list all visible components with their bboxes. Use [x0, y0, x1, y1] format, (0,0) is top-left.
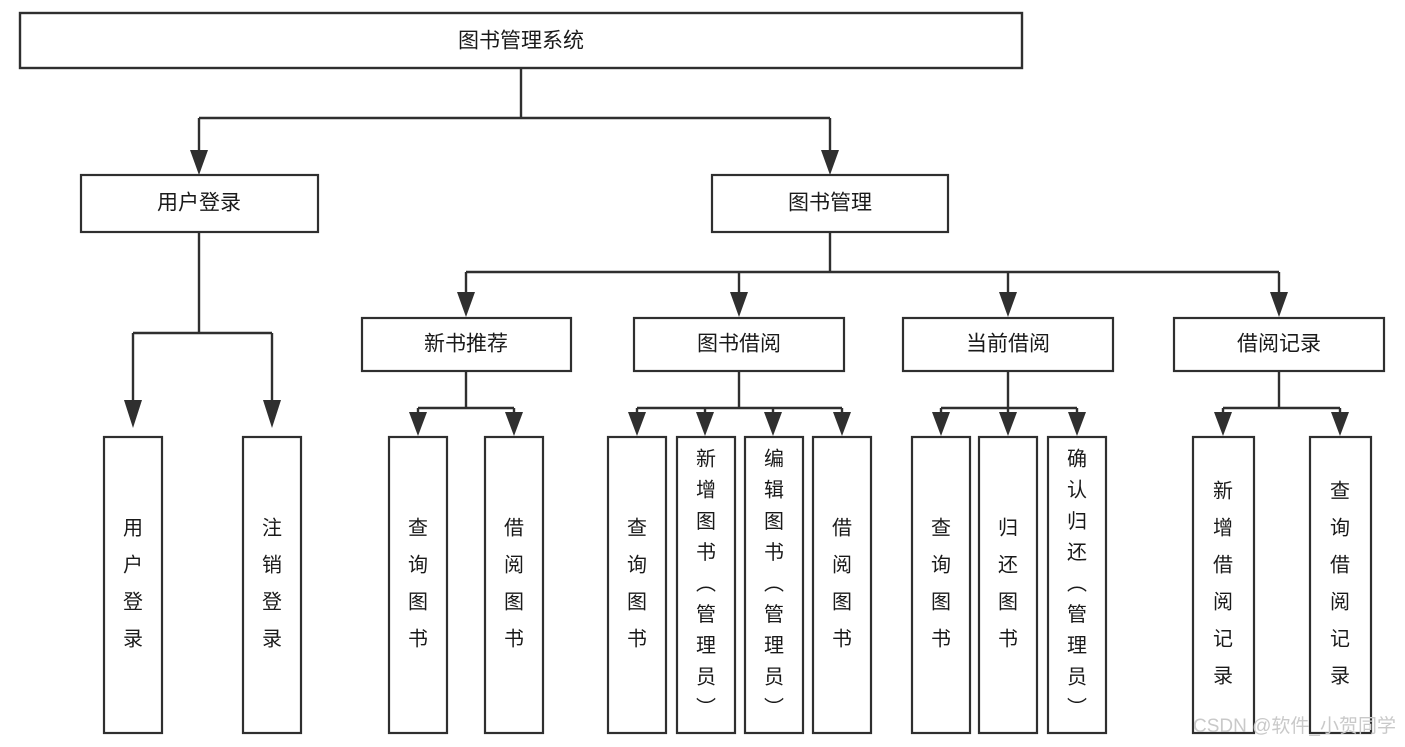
connector-book-borrow-bus [635, 371, 844, 414]
node-leaf-logout[interactable]: 注销登录 [241, 435, 303, 735]
node-leaf-add-record-label: 新增借阅记录 [1213, 480, 1233, 688]
node-leaf-query-book-1[interactable]: 查询图书 [387, 435, 449, 735]
node-leaf-add-record[interactable]: 新增借阅记录 [1191, 435, 1256, 735]
connector-root-bus [197, 68, 832, 152]
node-new-book-recommend-label: 新书推荐 [424, 333, 508, 356]
node-leaf-query-record[interactable]: 查询借阅记录 [1308, 435, 1373, 735]
node-leaf-add-book[interactable]: 新增图书︵管理员︶ [675, 435, 737, 735]
arrow-head-leaf-query-book-2 [628, 412, 646, 436]
connector-group-book-borrow [628, 371, 851, 436]
arrow-head-book-manage [821, 150, 839, 175]
node-leaf-query-book-2[interactable]: 查询图书 [606, 435, 668, 735]
node-leaf-add-record-box[interactable] [1191, 435, 1256, 735]
node-leaf-query-book-2-label: 查询图书 [627, 517, 647, 651]
arrow-head-leaf-query-book-3 [932, 412, 950, 436]
connector-borrow-record-bus [1221, 371, 1342, 414]
csdn-watermark: CSDN @软件_小贺同学 [1193, 715, 1396, 737]
node-leaf-borrow-book-2[interactable]: 借阅图书 [811, 435, 873, 735]
node-leaf-confirm-return[interactable]: 确认归还︵管理员︶ [1046, 435, 1108, 735]
node-leaf-query-book-3-label: 查询图书 [931, 517, 951, 651]
node-user-login-box[interactable] [79, 173, 320, 234]
node-borrow-record-box[interactable] [1172, 316, 1386, 373]
arrow-head-leaf-query-record [1331, 412, 1349, 436]
connector-book-manage-bus [464, 232, 1281, 294]
node-new-book-recommend-box[interactable] [360, 316, 573, 373]
node-root-label: 图书管理系统 [458, 30, 584, 53]
node-book-manage[interactable]: 图书管理 [710, 173, 950, 234]
arrow-head-current-borrow [999, 292, 1017, 317]
node-leaf-query-book-2-box[interactable] [606, 435, 668, 735]
arrow-head-leaf-return-book [999, 412, 1017, 436]
node-current-borrow-box[interactable] [901, 316, 1115, 373]
node-leaf-query-book-3[interactable]: 查询图书 [910, 435, 972, 735]
node-new-book-recommend[interactable]: 新书推荐 [360, 316, 573, 373]
node-leaf-borrow-book-1-label: 借阅图书 [504, 517, 524, 651]
node-leaf-add-book-label: 新增图书︵管理员︶ [696, 448, 716, 720]
arrow-head-leaf-edit-book [764, 412, 782, 436]
arrow-head-leaf-confirm-return [1068, 412, 1086, 436]
node-leaf-edit-book[interactable]: 编辑图书︵管理员︶ [743, 435, 805, 735]
node-leaf-user-login-label: 用户登录 [123, 518, 143, 651]
node-leaf-borrow-book-2-box[interactable] [811, 435, 873, 735]
node-leaf-query-record-label: 查询借阅记录 [1330, 480, 1350, 688]
node-leaf-logout-box[interactable] [241, 435, 303, 735]
arrow-head-user-login [190, 150, 208, 175]
node-leaf-query-record-box[interactable] [1308, 435, 1373, 735]
node-leaf-confirm-return-box[interactable] [1046, 435, 1108, 735]
connector-group-book-manage [457, 232, 1288, 317]
arrow-head-leaf-add-record [1214, 412, 1232, 436]
arrow-head-leaf-add-book [696, 412, 714, 436]
node-book-borrow-label: 图书借阅 [697, 333, 781, 356]
arrow-head-leaf-borrow-book-2 [833, 412, 851, 436]
arrow-head-new-book-recommend [457, 292, 475, 317]
node-leaf-borrow-book-1-box[interactable] [483, 435, 545, 735]
node-current-borrow[interactable]: 当前借阅 [901, 316, 1115, 373]
arrow-head-book-borrow [730, 292, 748, 317]
node-root[interactable]: 图书管理系统 [18, 11, 1024, 70]
node-leaf-add-book-box[interactable] [675, 435, 737, 735]
connector-group-new-book-recommend [409, 371, 523, 436]
node-leaf-borrow-book-1[interactable]: 借阅图书 [483, 435, 545, 735]
node-leaf-edit-book-label: 编辑图书︵管理员︶ [764, 448, 784, 720]
node-leaf-return-book[interactable]: 归还图书 [977, 435, 1039, 735]
connector-group-borrow-record [1214, 371, 1349, 436]
node-leaf-return-book-label: 归还图书 [998, 517, 1018, 651]
node-current-borrow-label: 当前借阅 [966, 333, 1050, 356]
node-leaf-query-book-1-box[interactable] [387, 435, 449, 735]
node-leaf-confirm-return-label: 确认归还︵管理员︶ [1067, 448, 1087, 720]
connector-current-borrow-bus [939, 371, 1079, 414]
node-leaf-edit-book-box[interactable] [743, 435, 805, 735]
node-book-borrow-box[interactable] [632, 316, 846, 373]
node-leaf-borrow-book-2-label: 借阅图书 [832, 517, 852, 651]
arrow-head-leaf-query-book-1 [409, 412, 427, 436]
node-root-box[interactable] [18, 11, 1024, 70]
connector-group-current-borrow [932, 371, 1086, 436]
node-leaf-user-login-box[interactable] [102, 435, 164, 735]
connector-group-user-login [124, 232, 281, 428]
node-user-login[interactable]: 用户登录 [79, 173, 320, 234]
node-borrow-record[interactable]: 借阅记录 [1172, 316, 1386, 373]
node-leaf-return-book-box[interactable] [977, 435, 1039, 735]
node-borrow-record-label: 借阅记录 [1237, 333, 1321, 356]
arrow-head-leaf-borrow-book-1 [505, 412, 523, 436]
connector-new-book-recommend-bus [416, 371, 516, 414]
connector-group-root [190, 68, 839, 175]
node-leaf-user-login[interactable]: 用户登录 [102, 435, 164, 735]
arrow-head-leaf-user-login [124, 400, 142, 428]
node-book-borrow[interactable]: 图书借阅 [632, 316, 846, 373]
node-leaf-query-book-3-box[interactable] [910, 435, 972, 735]
connector-user-login-bus [131, 232, 274, 402]
node-leaf-query-book-1-label: 查询图书 [408, 517, 428, 651]
node-book-manage-box[interactable] [710, 173, 950, 234]
arrow-head-borrow-record [1270, 292, 1288, 317]
node-leaf-logout-label: 注销登录 [262, 517, 282, 651]
node-user-login-label: 用户登录 [157, 192, 241, 215]
node-book-manage-label: 图书管理 [788, 192, 872, 215]
arrow-head-leaf-logout [263, 400, 281, 428]
